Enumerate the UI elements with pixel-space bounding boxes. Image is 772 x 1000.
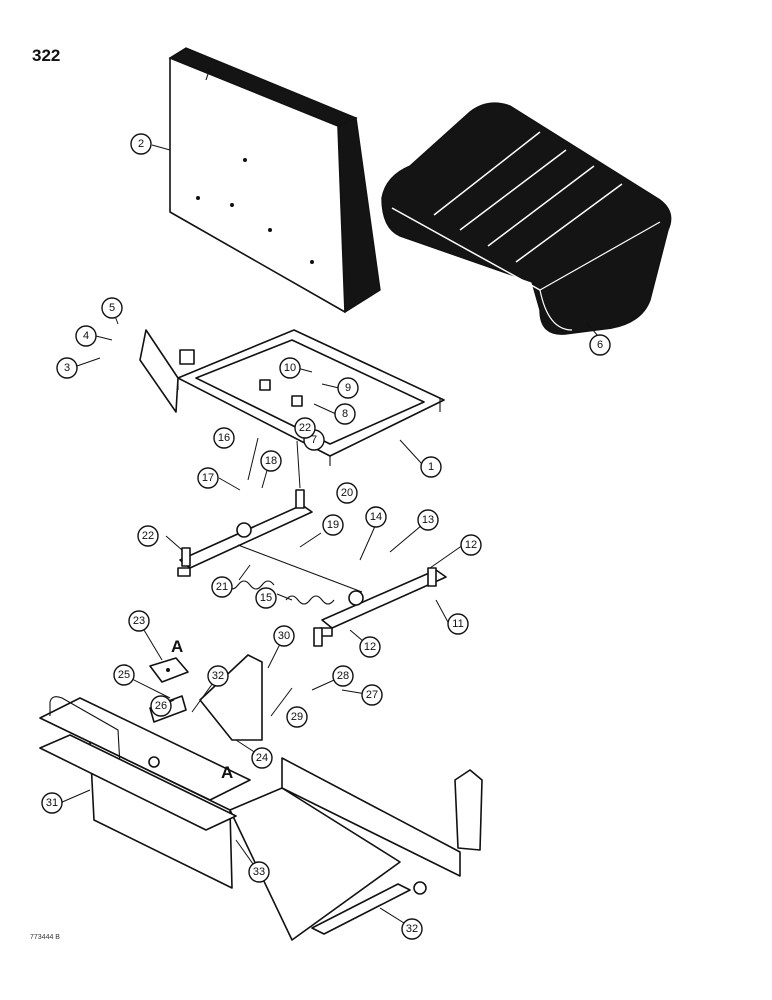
svg-text:20: 20 (341, 487, 353, 499)
reference-code: 773444 B (30, 934, 60, 941)
callout-2: 2 (130, 133, 152, 155)
svg-text:26: 26 (155, 700, 167, 712)
svg-text:2: 2 (138, 138, 144, 150)
svg-text:22: 22 (299, 422, 311, 434)
svg-text:5: 5 (109, 302, 115, 314)
callout-16: 16 (213, 427, 235, 449)
callout-12: 12 (460, 534, 482, 556)
callout-6: 6 (589, 334, 611, 356)
callout-14: 14 (365, 506, 387, 528)
callout-26: 26 (150, 695, 172, 717)
callout-33: 33 (248, 861, 270, 883)
seat-back-part (168, 47, 381, 314)
plate-part (149, 657, 189, 683)
svg-text:18: 18 (265, 455, 277, 467)
callout-4: 4 (75, 325, 97, 347)
reference-letter-a: A (221, 763, 233, 782)
callout-32: 32 (207, 665, 229, 687)
svg-text:12: 12 (364, 641, 376, 653)
svg-text:4: 4 (83, 330, 89, 342)
callout-9: 9 (337, 377, 359, 399)
svg-text:14: 14 (370, 511, 382, 523)
svg-text:31: 31 (46, 797, 58, 809)
seat-base-pan-part (39, 654, 483, 941)
svg-text:28: 28 (337, 670, 349, 682)
callout-15: 15 (255, 587, 277, 609)
seat-cushion-part (381, 102, 672, 335)
svg-text:6: 6 (597, 339, 603, 351)
svg-text:13: 13 (422, 514, 434, 526)
svg-text:30: 30 (278, 630, 290, 642)
callout-20: 20 (336, 482, 358, 504)
callout-5: 5 (101, 297, 123, 319)
svg-text:10: 10 (284, 362, 296, 374)
callout-22: 22 (137, 525, 159, 547)
svg-text:32: 32 (406, 923, 418, 935)
callout-22: 22 (294, 417, 316, 439)
callout-10: 10 (279, 357, 301, 379)
svg-text:19: 19 (327, 519, 339, 531)
svg-text:3: 3 (64, 362, 70, 374)
svg-text:8: 8 (342, 408, 348, 420)
callout-8: 8 (334, 403, 356, 425)
svg-text:7: 7 (311, 434, 317, 446)
callout-27: 27 (361, 684, 383, 706)
callout-23: 23 (128, 610, 150, 632)
callout-13: 13 (417, 509, 439, 531)
svg-text:23: 23 (133, 615, 145, 627)
svg-text:16: 16 (218, 432, 230, 444)
callout-19: 19 (322, 514, 344, 536)
svg-text:25: 25 (118, 669, 130, 681)
callout-31: 31 (41, 792, 63, 814)
callout-11: 11 (447, 613, 469, 635)
svg-text:11: 11 (452, 618, 463, 630)
seat-frame-part (134, 233, 445, 466)
seat-slide-rails-part (177, 489, 447, 647)
svg-text:33: 33 (253, 866, 265, 878)
callout-32: 32 (401, 918, 423, 940)
callout-30: 30 (273, 625, 295, 647)
callout-24: 24 (251, 747, 273, 769)
callout-28: 28 (332, 665, 354, 687)
pads-part (39, 695, 411, 935)
page-number: 322 (32, 46, 61, 65)
svg-text:1: 1 (428, 461, 434, 473)
svg-text:21: 21 (216, 581, 228, 593)
svg-text:17: 17 (202, 472, 214, 484)
callout-1: 1 (420, 456, 442, 478)
svg-text:32: 32 (212, 670, 224, 682)
callout-12: 12 (359, 636, 381, 658)
svg-text:12: 12 (465, 539, 477, 551)
svg-text:24: 24 (256, 752, 268, 764)
svg-text:27: 27 (366, 689, 378, 701)
svg-text:29: 29 (291, 711, 303, 723)
callout-18: 18 (260, 450, 282, 472)
callout-3: 3 (56, 357, 78, 379)
svg-text:9: 9 (345, 382, 351, 394)
svg-text:22: 22 (142, 530, 154, 542)
callout-21: 21 (211, 576, 233, 598)
callout-29: 29 (286, 706, 308, 728)
reference-letter-a: A (171, 637, 183, 656)
svg-text:15: 15 (260, 592, 272, 604)
callout-25: 25 (113, 664, 135, 686)
callout-17: 17 (197, 467, 219, 489)
